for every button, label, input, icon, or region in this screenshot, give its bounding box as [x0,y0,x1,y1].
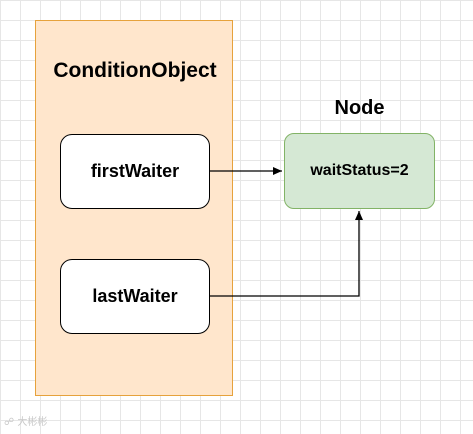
watermark: ☍ 大彬彬 [4,413,47,428]
first-waiter-box: firstWaiter [60,134,210,209]
last-waiter-box: lastWaiter [60,259,210,334]
condition-object-title: ConditionObject [53,59,217,82]
node-box: waitStatus=2 [284,133,435,209]
watermark-icon: ☍ [4,417,15,428]
node-title: Node [334,97,385,119]
watermark-text: 大彬彬 [17,417,48,428]
